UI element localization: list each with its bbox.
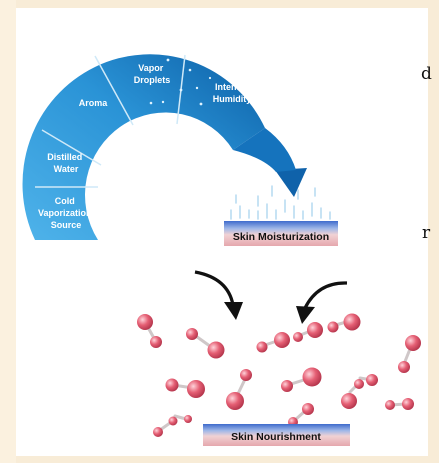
- skin-nourishment-label: Skin Nourishment: [231, 431, 321, 443]
- arc-labels: Cold Vaporization Source Distilled Water…: [38, 63, 251, 230]
- page-margin: [0, 0, 16, 463]
- segment-label-cold-vaporization: Cold Vaporization Source: [38, 196, 94, 230]
- skin-moisturization-bar: Skin Moisturization: [224, 221, 338, 246]
- vapor-droplets: [149, 58, 212, 106]
- humidity-arc: [22, 54, 307, 240]
- downward-arrows: [194, 270, 348, 309]
- cut-off-text-top: d: [421, 64, 432, 84]
- right-arrowhead: [296, 306, 315, 324]
- mist-dashes: [230, 185, 331, 220]
- skin-moisturization-label: Skin Moisturization: [233, 231, 329, 243]
- skin-nourishment-bar: Skin Nourishment: [203, 424, 350, 446]
- segment-label-vapor-droplets: Vapor Droplets: [134, 63, 171, 85]
- cut-off-text-middle: r: [422, 223, 431, 243]
- arc-arrowhead: [275, 168, 307, 197]
- segment-label-intense-humidity: Intense Humidity: [213, 82, 252, 104]
- left-arrowhead: [224, 302, 243, 320]
- nourishment-molecules: [137, 313, 421, 437]
- segment-label-aroma: Aroma: [79, 98, 109, 108]
- segment-label-distilled-water: Distilled Water: [47, 152, 85, 174]
